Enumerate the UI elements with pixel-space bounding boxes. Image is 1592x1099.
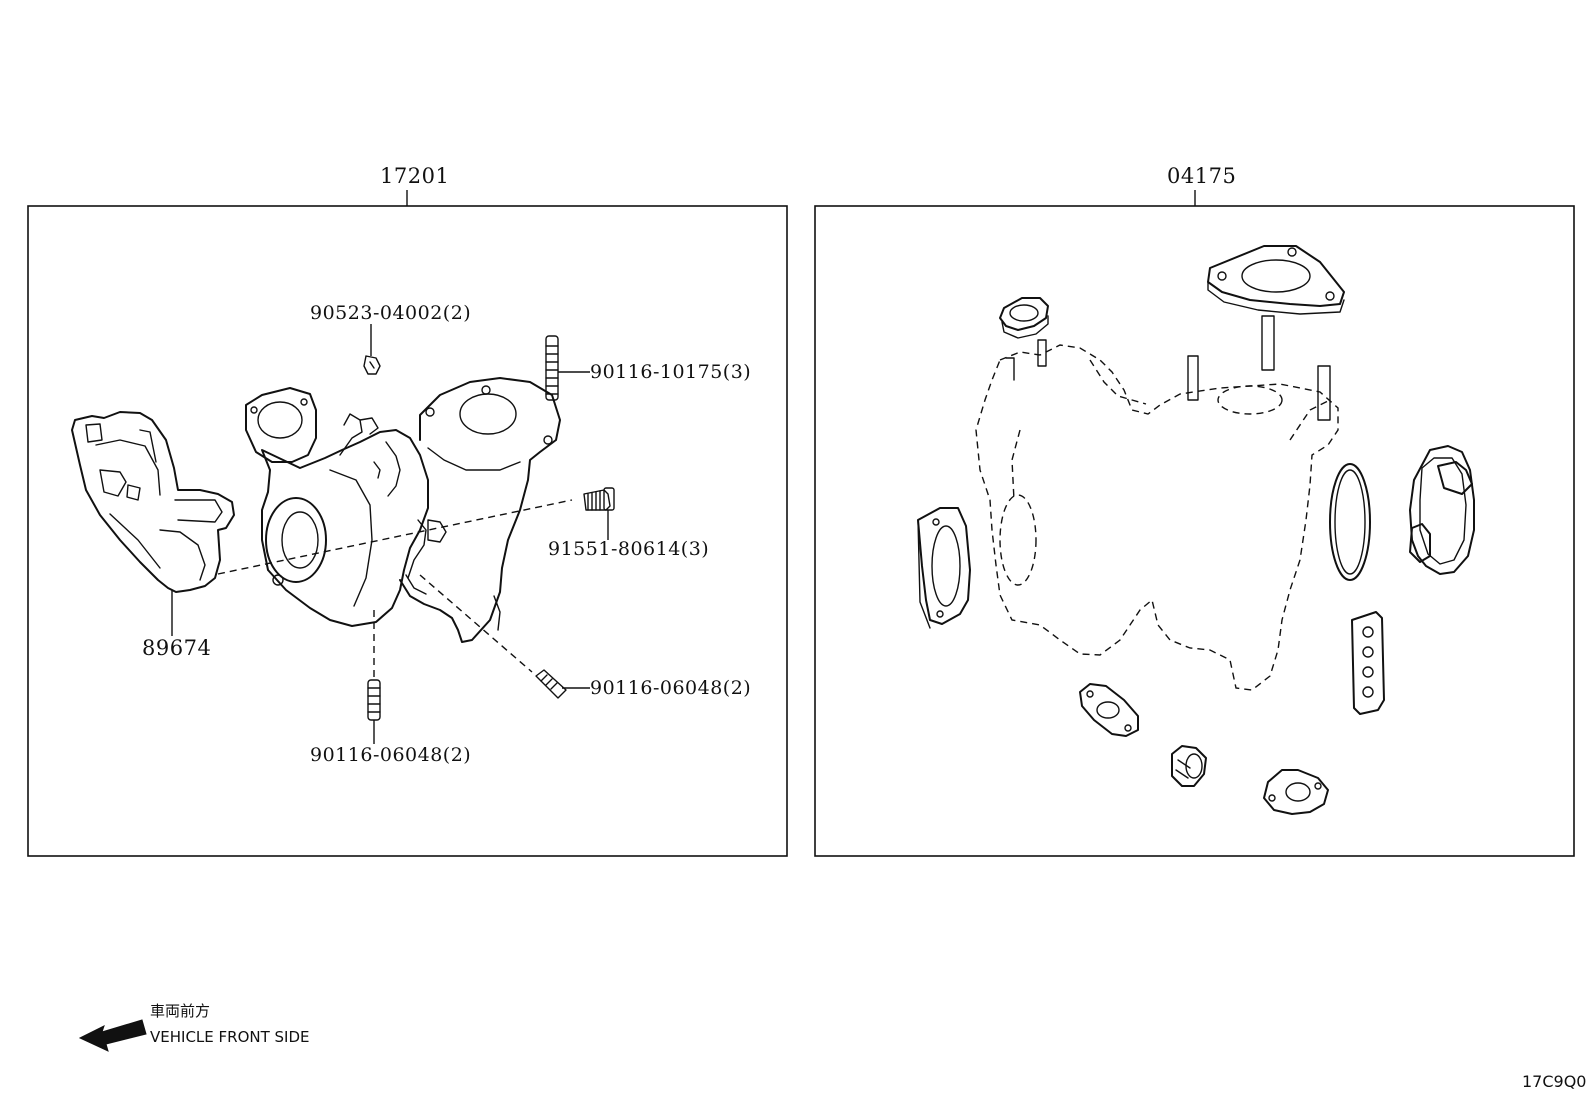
turbo-housing [245, 377, 561, 643]
callout-flange-bolt[interactable]: 91551-80614(3) [548, 538, 710, 560]
callout-stud-top[interactable]: 90116-10175(3) [590, 361, 752, 383]
gasket-oil-outlet [1263, 769, 1329, 815]
vehicle-front-arrow [78, 1019, 147, 1052]
group-part-number-17201[interactable]: 17201 [380, 164, 450, 188]
actuator-part [71, 411, 235, 593]
v-band-clamp [1409, 445, 1475, 575]
callout-retaining-clip[interactable]: 90523-04002(2) [310, 302, 472, 324]
gasket-side-flange [917, 507, 971, 629]
group-frame-04175 [814, 205, 1575, 857]
stud-top-part [545, 335, 559, 401]
oil-hose-fitting [1171, 745, 1207, 787]
flange-bolt-part [583, 487, 615, 511]
callout-stud-bottom[interactable]: 90116-06048(2) [310, 744, 472, 766]
gasket-four-hole [1351, 611, 1385, 715]
gasket-small-flange [999, 297, 1049, 339]
retaining-clip-part [363, 355, 381, 375]
alignment-line [217, 499, 573, 575]
direction-label-jp: 車両前方 [150, 1002, 211, 1020]
stud-right-part [535, 669, 567, 699]
callout-actuator[interactable]: 89674 [142, 636, 212, 660]
stud-bottom-part [367, 679, 381, 721]
direction-label-en: VEHICLE FRONT SIDE [150, 1028, 310, 1046]
o-ring [1329, 463, 1371, 581]
gasket-kit-drawing [917, 245, 1475, 815]
group-part-number-04175[interactable]: 04175 [1167, 164, 1237, 188]
callout-stud-right[interactable]: 90116-06048(2) [590, 677, 752, 699]
gasket-exhaust-flange [1207, 245, 1345, 315]
figure-code: 17C9Q0 [1522, 1072, 1587, 1091]
turbocharger-drawing [71, 324, 615, 744]
gasket-oil-inlet [1079, 683, 1139, 737]
